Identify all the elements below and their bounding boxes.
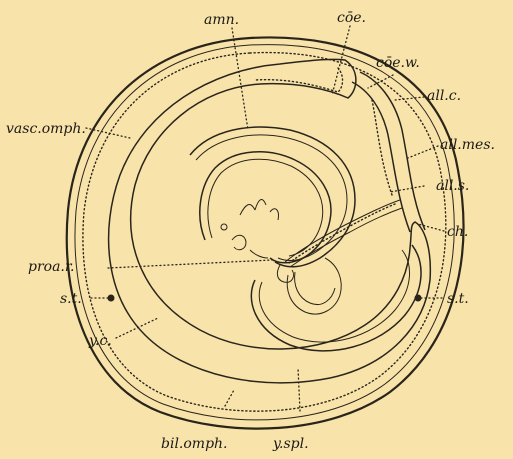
label-all-c: all.c. <box>427 88 461 104</box>
label-st-left: s.t. <box>60 291 82 307</box>
label-bil-omph: bil.omph. <box>161 436 228 452</box>
amnion <box>190 127 355 267</box>
label-amn: amn. <box>204 12 239 28</box>
outer-membrane <box>67 37 464 428</box>
label-yc: y.c. <box>88 333 112 349</box>
label-ch: ch. <box>447 224 468 240</box>
label-all-mes: all.mes. <box>440 137 495 153</box>
allantois <box>285 72 425 267</box>
embryo <box>200 152 341 314</box>
label-proa-r: proa.r. <box>28 259 74 275</box>
label-coe: cōe. <box>337 10 366 26</box>
label-y-spl: y.spl. <box>272 436 309 452</box>
label-coe-w: cōe.w. <box>376 55 420 71</box>
label-all-s: all.s. <box>436 178 469 194</box>
label-vasc-omph: vasc.omph. <box>6 121 86 137</box>
label-st-right: s.t. <box>447 291 469 307</box>
